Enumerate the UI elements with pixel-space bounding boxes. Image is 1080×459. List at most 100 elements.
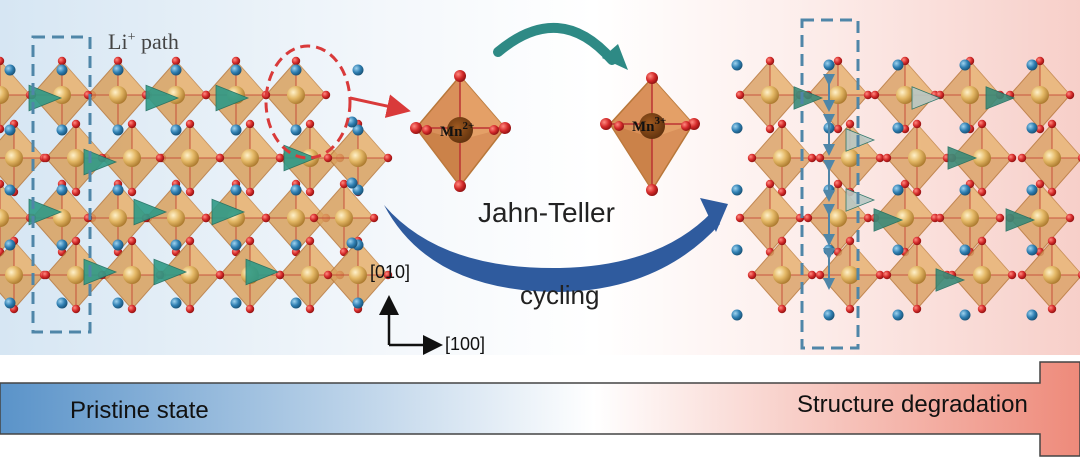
mn-atom bbox=[5, 266, 23, 284]
oxygen-atom bbox=[807, 153, 817, 163]
lithium-atom bbox=[352, 64, 364, 76]
oxygen-atom bbox=[1007, 270, 1017, 280]
oxygen-atom bbox=[833, 179, 843, 189]
mn-atom bbox=[973, 149, 991, 167]
oxygen-atom bbox=[912, 119, 922, 129]
oxygen-atom bbox=[803, 213, 813, 223]
lithium-atom bbox=[892, 122, 904, 134]
mn-atom bbox=[287, 86, 305, 104]
oxygen-atom bbox=[171, 56, 181, 66]
oxygen-atom bbox=[275, 270, 285, 280]
lithium-atom bbox=[112, 124, 124, 136]
mn-atom bbox=[123, 266, 141, 284]
mn-atom bbox=[961, 209, 979, 227]
oxygen-atom bbox=[1035, 179, 1045, 189]
tetrahedron bbox=[245, 258, 280, 286]
oxygen-atom bbox=[185, 304, 195, 314]
lithium-atom bbox=[230, 64, 242, 76]
mn-atom bbox=[67, 266, 85, 284]
mn-atom bbox=[109, 86, 127, 104]
mn-atom bbox=[841, 266, 859, 284]
oxygen-atom bbox=[305, 187, 315, 197]
oxygen-atom bbox=[900, 179, 910, 189]
lithium-atom bbox=[112, 184, 124, 196]
oxygen-atom bbox=[215, 270, 225, 280]
oxygen-atom bbox=[305, 236, 315, 246]
lithium-atom bbox=[56, 297, 68, 309]
mn-atom bbox=[53, 86, 71, 104]
oxygen-atom bbox=[201, 90, 211, 100]
lithium-atom bbox=[4, 239, 16, 251]
mn2-label: Mn2+ bbox=[440, 120, 474, 140]
oxygen-atom bbox=[339, 179, 349, 189]
mn-atom bbox=[908, 266, 926, 284]
oxygen-atom bbox=[912, 187, 922, 197]
lithium-atom bbox=[823, 309, 835, 321]
cycling-label: cycling bbox=[520, 280, 599, 310]
lithium-atom bbox=[290, 297, 302, 309]
oxygen-atom bbox=[765, 56, 775, 66]
lithium-atom bbox=[230, 297, 242, 309]
mn-atom bbox=[0, 86, 9, 104]
oxygen-atom bbox=[71, 236, 81, 246]
lithium-atom bbox=[290, 239, 302, 251]
cycling-arrow-head bbox=[700, 198, 728, 232]
oxygen-atom bbox=[735, 213, 745, 223]
oxygen-atom bbox=[127, 236, 137, 246]
lithium-atom bbox=[1026, 59, 1038, 71]
lithium-atom bbox=[823, 59, 835, 71]
oxygen-atom bbox=[41, 153, 51, 163]
lithium-atom bbox=[346, 237, 358, 249]
oxygen-atom bbox=[245, 187, 255, 197]
mn-atom bbox=[896, 209, 914, 227]
oxygen-atom bbox=[71, 304, 81, 314]
oxygen-atom bbox=[0, 56, 5, 66]
oxygen-atom bbox=[815, 153, 825, 163]
oxygen-atom bbox=[845, 304, 855, 314]
mn-atom bbox=[0, 209, 9, 227]
degraded-structure bbox=[731, 56, 1080, 321]
lithium-atom bbox=[731, 184, 743, 196]
lithium-atom bbox=[56, 239, 68, 251]
lithium-atom bbox=[4, 184, 16, 196]
lithium-atom bbox=[892, 184, 904, 196]
lithium-atom bbox=[1026, 122, 1038, 134]
oxygen-atom bbox=[807, 270, 817, 280]
oxygen-atom bbox=[127, 304, 137, 314]
oxygen-atom bbox=[245, 236, 255, 246]
lithium-atom bbox=[4, 124, 16, 136]
oxygen-atom bbox=[1047, 119, 1057, 129]
mn-atom bbox=[1031, 86, 1049, 104]
mn-atom bbox=[123, 149, 141, 167]
oxygen-atom bbox=[1065, 90, 1075, 100]
lithium-atom bbox=[230, 124, 242, 136]
oxygen-atom bbox=[1077, 154, 1080, 162]
lithium-atom bbox=[346, 177, 358, 189]
mn-atom bbox=[773, 149, 791, 167]
progress-arrow: Pristine state Structure degradation bbox=[0, 361, 1080, 457]
oxygen-atom bbox=[127, 187, 137, 197]
lithium-atom bbox=[170, 184, 182, 196]
oxygen-atom bbox=[231, 56, 241, 66]
lithium-atom bbox=[290, 184, 302, 196]
lithium-atom bbox=[170, 64, 182, 76]
lithium-atom bbox=[56, 184, 68, 196]
lithium-atom bbox=[112, 297, 124, 309]
oxygen-atom bbox=[863, 90, 873, 100]
lithium-atom bbox=[1026, 309, 1038, 321]
oxidation-arrow bbox=[493, 22, 617, 65]
oxygen-atom bbox=[1047, 187, 1057, 197]
oxygen-atom bbox=[912, 236, 922, 246]
oxygen-atom bbox=[977, 187, 987, 197]
oxygen-atom bbox=[833, 124, 843, 134]
oxygen-atom bbox=[185, 119, 195, 129]
tetrahedron bbox=[133, 198, 168, 226]
oxygen-atom bbox=[777, 304, 787, 314]
oxygen-atom bbox=[305, 304, 315, 314]
oxygen-atom bbox=[882, 270, 892, 280]
mn-atom bbox=[335, 209, 353, 227]
tetrahedron bbox=[873, 208, 904, 232]
mn-atom bbox=[973, 266, 991, 284]
